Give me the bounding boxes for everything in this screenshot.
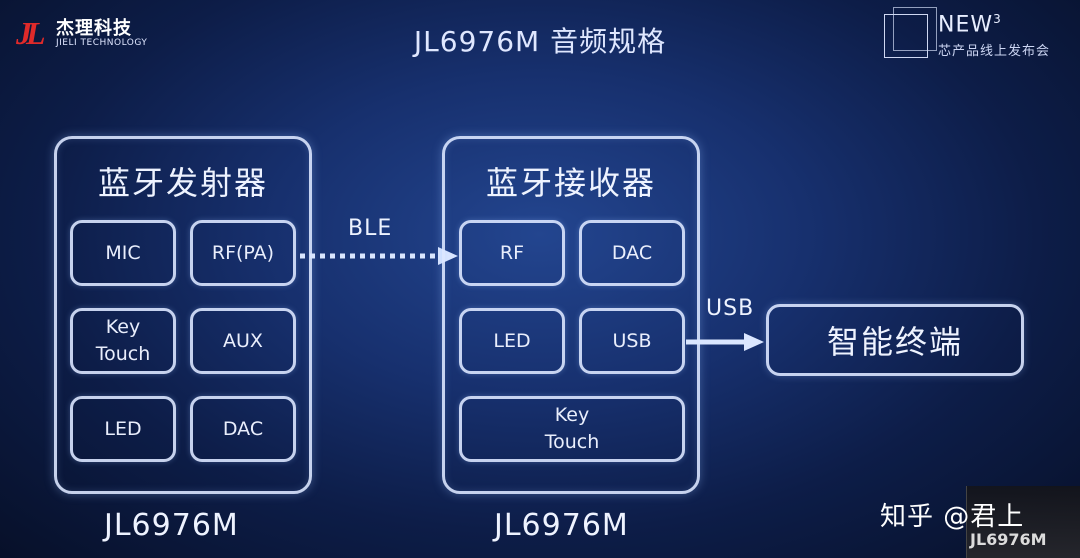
module-label: LED <box>493 329 531 352</box>
receiver-module-usb: USB <box>579 308 685 374</box>
watermark: 知乎 @君上 <box>880 502 1025 532</box>
receiver-title: 蓝牙接收器 <box>485 164 656 202</box>
module-label: Key Touch <box>95 316 151 365</box>
module-label: RF <box>499 241 525 264</box>
usb-link-label: USB <box>706 296 755 321</box>
module-label: MIC <box>105 241 141 264</box>
receiver-chip-label: JL6976M <box>494 508 629 543</box>
module-label: RF(PA) <box>211 241 275 264</box>
event-logo-name: NEW3 <box>938 12 1002 37</box>
transmitter-module-mic: MIC <box>70 220 176 286</box>
corner-thumbnail <box>966 486 1080 558</box>
ble-link-label: BLE <box>348 216 393 241</box>
corner-chip-label: JL6976M <box>970 530 1047 549</box>
transmitter-title: 蓝牙发射器 <box>97 164 268 202</box>
smart-terminal-box: 智能终端 <box>766 304 1024 376</box>
module-label: AUX <box>223 329 263 352</box>
transmitter-module-rf-pa: RF(PA) <box>190 220 296 286</box>
receiver-module-key-touch: Key Touch <box>459 396 685 462</box>
module-label: DAC <box>611 241 653 264</box>
module-label: Key Touch <box>544 404 600 453</box>
brand-logo-mark: JL <box>16 15 46 51</box>
smart-terminal-label: 智能终端 <box>826 323 963 361</box>
usb-link-arrow <box>686 333 764 351</box>
brand-name-en: JIELI TECHNOLOGY <box>56 38 148 48</box>
receiver-panel <box>442 136 700 494</box>
module-label: DAC <box>222 417 264 440</box>
brand-name-cn: 杰理科技 <box>56 18 132 39</box>
module-label: LED <box>104 417 142 440</box>
transmitter-chip-label: JL6976M <box>104 508 239 543</box>
module-label: USB <box>612 329 652 352</box>
transmitter-module-led: LED <box>70 396 176 462</box>
receiver-module-rf: RF <box>459 220 565 286</box>
cube-logo-icon <box>884 7 937 58</box>
page-title: JL6976M 音频规格 <box>413 25 667 58</box>
transmitter-panel <box>54 136 312 494</box>
event-subtitle: 芯产品线上发布会 <box>938 44 1051 59</box>
event-name: NEW <box>938 12 994 38</box>
ble-link-arrow <box>300 247 458 265</box>
event-name-superscript: 3 <box>993 12 1002 26</box>
receiver-module-dac: DAC <box>579 220 685 286</box>
transmitter-module-dac: DAC <box>190 396 296 462</box>
receiver-module-led: LED <box>459 308 565 374</box>
transmitter-module-key-touch: Key Touch <box>70 308 176 374</box>
transmitter-module-aux: AUX <box>190 308 296 374</box>
